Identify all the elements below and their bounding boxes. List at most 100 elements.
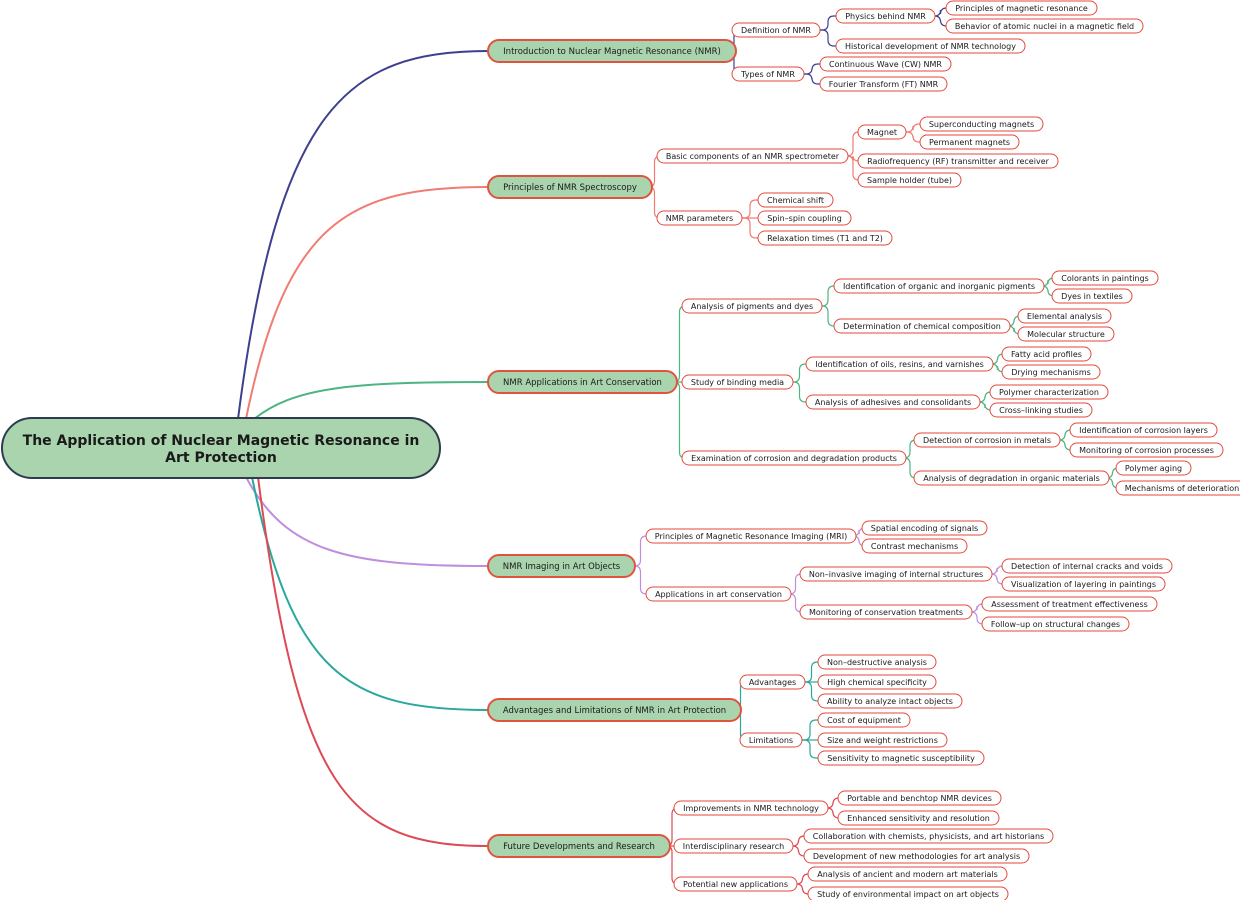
subtopic-study-of-binding-media[interactable]: Study of binding media bbox=[681, 374, 794, 390]
detail-analysis-of-ancient-and-modern-art-materials[interactable]: Analysis of ancient and modern art mater… bbox=[807, 866, 1008, 882]
item-superconducting-magnets[interactable]: Superconducting magnets bbox=[919, 116, 1044, 132]
main-topic-nmr-imaging-in-art-objects[interactable]: NMR Imaging in Art Objects bbox=[487, 554, 636, 578]
root-node[interactable]: The Application of Nuclear Magnetic Reso… bbox=[1, 417, 441, 479]
detail-high-chemical-specificity-label: High chemical specificity bbox=[827, 678, 927, 687]
subtopic-interdisciplinary-research-label: Interdisciplinary research bbox=[683, 842, 784, 851]
main-topic-advantages-and-limitations-of-nmr-in-art-protect[interactable]: Advantages and Limitations of NMR in Art… bbox=[487, 698, 742, 722]
subtopic-study-of-binding-media-label: Study of binding media bbox=[691, 378, 784, 387]
detail-size-and-weight-restrictions[interactable]: Size and weight restrictions bbox=[817, 732, 948, 748]
detail-spin-spin-coupling-box bbox=[757, 210, 852, 226]
subtopic-applications-in-art-conservation[interactable]: Applications in art conservation bbox=[645, 586, 792, 602]
detail-collaboration-with-chemists-physicists-and-art-h[interactable]: Collaboration with chemists, physicists,… bbox=[803, 828, 1054, 844]
subtopic-improvements-in-nmr-technology[interactable]: Improvements in NMR technology bbox=[673, 800, 829, 816]
detail-physics-behind-nmr-connector-0 bbox=[934, 7, 947, 17]
subtopic-advantages[interactable]: Advantages bbox=[739, 674, 806, 690]
item-polymer-characterization-box bbox=[989, 384, 1109, 400]
item-permanent-magnets[interactable]: Permanent magnets bbox=[919, 134, 1020, 150]
subtopic-potential-new-applications[interactable]: Potential new applications bbox=[673, 876, 798, 892]
detail-sample-holder-tube[interactable]: Sample holder (tube) bbox=[857, 172, 962, 188]
detail-monitoring-of-conservation-treatments-connector-0 bbox=[970, 603, 984, 613]
subtopic-limitations[interactable]: Limitations bbox=[739, 732, 803, 748]
detail-historical-development-of-nmr-technology-label: Historical development of NMR technology bbox=[845, 42, 1016, 51]
detail-spin-spin-coupling[interactable]: Spin–spin coupling bbox=[757, 210, 852, 226]
item-polymer-characterization[interactable]: Polymer characterization bbox=[989, 384, 1109, 400]
subtopic-definition-of-nmr[interactable]: Definition of NMR bbox=[731, 22, 821, 38]
item-drying-mechanisms[interactable]: Drying mechanisms bbox=[1001, 364, 1101, 380]
detail-identification-of-oils-resins-and-varnishes[interactable]: Identification of oils, resins, and varn… bbox=[805, 356, 994, 372]
item-identification-of-corrosion-layers[interactable]: Identification of corrosion layers bbox=[1069, 422, 1218, 438]
detail-analysis-of-adhesives-and-consolidants[interactable]: Analysis of adhesives and consolidants bbox=[805, 394, 981, 410]
item-monitoring-of-corrosion-processes[interactable]: Monitoring of corrosion processes bbox=[1069, 442, 1224, 458]
subtopic-analysis-of-pigments-and-dyes[interactable]: Analysis of pigments and dyes bbox=[681, 298, 823, 314]
item-molecular-structure[interactable]: Molecular structure bbox=[1017, 326, 1115, 342]
item-identification-of-corrosion-layers-box bbox=[1069, 422, 1218, 438]
detail-non-invasive-imaging-of-internal-structures[interactable]: Non–invasive imaging of internal structu… bbox=[799, 566, 993, 582]
detail-physics-behind-nmr[interactable]: Physics behind NMR bbox=[835, 8, 936, 24]
main-topic-future-developments-and-research[interactable]: Future Developments and Research bbox=[487, 834, 671, 858]
item-assessment-of-treatment-effectiveness[interactable]: Assessment of treatment effectiveness bbox=[981, 596, 1158, 612]
detail-magnet-box bbox=[857, 124, 907, 140]
subtopic-types-of-nmr[interactable]: Types of NMR bbox=[731, 66, 805, 82]
subtopic-examination-of-corrosion-and-degradation-product[interactable]: Examination of corrosion and degradation… bbox=[681, 450, 907, 466]
subtopic-nmr-parameters[interactable]: NMR parameters bbox=[656, 210, 743, 226]
detail-analysis-of-degradation-in-organic-materials[interactable]: Analysis of degradation in organic mater… bbox=[913, 470, 1110, 486]
sub-potential-new-applications-connector-0 bbox=[796, 873, 809, 885]
detail-cost-of-equipment[interactable]: Cost of equipment bbox=[817, 712, 911, 728]
detail-ability-to-analyze-intact-objects[interactable]: Ability to analyze intact objects bbox=[817, 693, 963, 709]
detail-analysis-of-degradation-in-organic-materials-box bbox=[913, 470, 1110, 486]
subtopic-basic-components-of-an-nmr-spectrometer[interactable]: Basic components of an NMR spectrometer bbox=[656, 148, 849, 164]
main-topic-nmr-applications-in-art-conservation[interactable]: NMR Applications in Art Conservation bbox=[487, 370, 678, 394]
item-polymer-aging[interactable]: Polymer aging bbox=[1115, 460, 1192, 476]
detail-continuous-wave-cw-nmr[interactable]: Continuous Wave (CW) NMR bbox=[819, 56, 952, 72]
subtopic-principles-of-magnetic-resonance-imaging-mri[interactable]: Principles of Magnetic Resonance Imaging… bbox=[645, 528, 857, 544]
detail-chemical-shift-box bbox=[757, 192, 834, 208]
detail-sensitivity-to-magnetic-susceptibility[interactable]: Sensitivity to magnetic susceptibility bbox=[817, 750, 985, 766]
detail-portable-and-benchtop-nmr-devices[interactable]: Portable and benchtop NMR devices bbox=[837, 790, 1002, 806]
subtopic-interdisciplinary-research[interactable]: Interdisciplinary research bbox=[673, 838, 794, 854]
detail-detection-of-corrosion-in-metals-connector-1 bbox=[1058, 439, 1072, 451]
item-detection-of-internal-cracks-and-voids[interactable]: Detection of internal cracks and voids bbox=[1001, 558, 1173, 574]
item-colorants-in-paintings[interactable]: Colorants in paintings bbox=[1051, 270, 1159, 286]
subtopic-principles-of-magnetic-resonance-imaging-mri-label: Principles of Magnetic Resonance Imaging… bbox=[655, 532, 847, 541]
detail-high-chemical-specificity-box bbox=[817, 674, 937, 690]
detail-non-destructive-analysis[interactable]: Non–destructive analysis bbox=[817, 654, 937, 670]
item-principles-of-magnetic-resonance[interactable]: Principles of magnetic resonance bbox=[945, 0, 1098, 16]
main-topic-nmr-applications-in-art-conservation-box bbox=[487, 370, 678, 394]
detail-chemical-shift[interactable]: Chemical shift bbox=[757, 192, 834, 208]
item-mechanisms-of-deterioration[interactable]: Mechanisms of deterioration bbox=[1115, 480, 1240, 496]
detail-enhanced-sensitivity-and-resolution[interactable]: Enhanced sensitivity and resolution bbox=[837, 810, 1000, 826]
item-dyes-in-textiles[interactable]: Dyes in textiles bbox=[1051, 288, 1133, 304]
subtopic-nmr-parameters-label: NMR parameters bbox=[666, 214, 733, 223]
item-cross-linking-studies[interactable]: Cross–linking studies bbox=[989, 402, 1093, 418]
sub-basic-components-of-an-nmr-spectrometer-connector-2 bbox=[846, 155, 860, 181]
item-behavior-of-atomic-nuclei-in-a-magnetic-field[interactable]: Behavior of atomic nuclei in a magnetic … bbox=[945, 18, 1144, 34]
subtopic-interdisciplinary-research-box bbox=[673, 838, 794, 854]
main-topic-principles-of-nmr-spectroscopy[interactable]: Principles of NMR Spectroscopy bbox=[487, 175, 653, 199]
detail-fourier-transform-ft-nmr[interactable]: Fourier Transform (FT) NMR bbox=[819, 76, 948, 92]
detail-contrast-mechanisms[interactable]: Contrast mechanisms bbox=[861, 538, 968, 554]
item-monitoring-of-corrosion-processes-label: Monitoring of corrosion processes bbox=[1079, 446, 1214, 455]
item-principles-of-magnetic-resonance-box bbox=[945, 0, 1098, 16]
sub-interdisciplinary-research-connector-1 bbox=[792, 845, 805, 857]
detail-radiofrequency-rf-transmitter-and-receiver[interactable]: Radiofrequency (RF) transmitter and rece… bbox=[857, 153, 1059, 169]
detail-development-of-new-methodologies-for-art-analysi[interactable]: Development of new methodologies for art… bbox=[803, 848, 1030, 864]
item-fatty-acid-profiles[interactable]: Fatty acid profiles bbox=[1001, 346, 1092, 362]
detail-monitoring-of-conservation-treatments[interactable]: Monitoring of conservation treatments bbox=[799, 604, 973, 620]
item-follow-up-on-structural-changes[interactable]: Follow–up on structural changes bbox=[981, 616, 1130, 632]
detail-historical-development-of-nmr-technology[interactable]: Historical development of NMR technology bbox=[835, 38, 1026, 54]
detail-magnet[interactable]: Magnet bbox=[857, 124, 907, 140]
item-polymer-characterization-label: Polymer characterization bbox=[999, 388, 1099, 397]
main-topic-introduction-to-nuclear-magnetic-resonance-nmr[interactable]: Introduction to Nuclear Magnetic Resonan… bbox=[487, 39, 737, 63]
detail-sample-holder-tube-label: Sample holder (tube) bbox=[867, 176, 952, 185]
detail-relaxation-times-t1-and-t2[interactable]: Relaxation times (T1 and T2) bbox=[757, 230, 893, 246]
detail-determination-of-chemical-composition[interactable]: Determination of chemical composition bbox=[833, 318, 1011, 334]
item-visualization-of-layering-in-paintings[interactable]: Visualization of layering in paintings bbox=[1001, 576, 1166, 592]
root-title-line-1: The Application of Nuclear Magnetic Reso… bbox=[23, 433, 420, 449]
detail-study-of-environmental-impact-on-art-objects[interactable]: Study of environmental impact on art obj… bbox=[807, 886, 1009, 900]
detail-high-chemical-specificity[interactable]: High chemical specificity bbox=[817, 674, 937, 690]
detail-detection-of-corrosion-in-metals[interactable]: Detection of corrosion in metals bbox=[913, 432, 1061, 448]
detail-identification-of-organic-and-inorganic-pigments[interactable]: Identification of organic and inorganic … bbox=[833, 278, 1045, 294]
item-elemental-analysis[interactable]: Elemental analysis bbox=[1017, 308, 1112, 324]
detail-spatial-encoding-of-signals[interactable]: Spatial encoding of signals bbox=[861, 520, 988, 536]
sub-improvements-in-nmr-technology-connector-1 bbox=[826, 807, 840, 819]
